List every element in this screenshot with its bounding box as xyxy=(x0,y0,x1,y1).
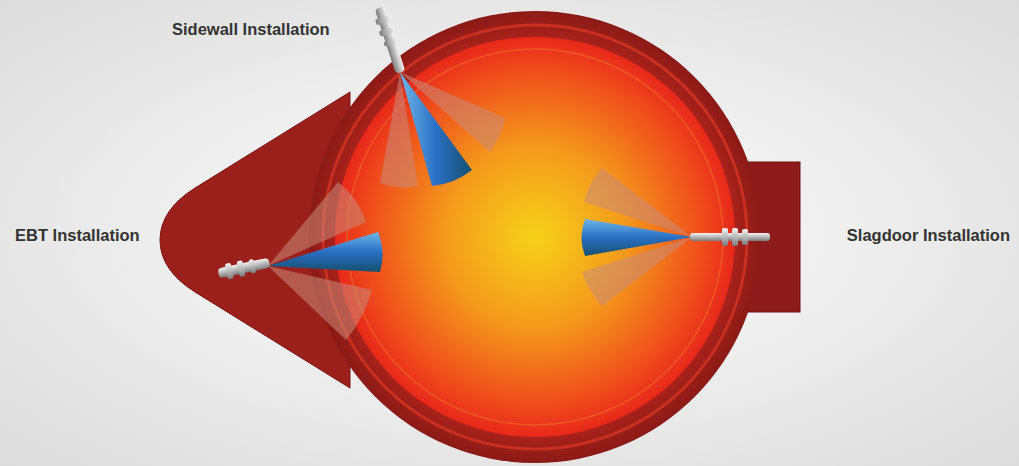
installation-label: Sidewall Installation xyxy=(172,20,330,40)
burner-lance xyxy=(690,228,770,246)
bath-ring xyxy=(347,49,723,425)
installation-label: EBT Installation xyxy=(15,226,140,246)
burner-flame xyxy=(400,72,472,186)
shell-rim xyxy=(323,25,747,449)
installation-label: Slagdoor Installation xyxy=(847,226,1010,246)
flame-sweep xyxy=(268,266,372,340)
burner-lance xyxy=(372,5,408,75)
burner-lance xyxy=(217,255,271,281)
burner-flame xyxy=(582,219,693,256)
burner-flame xyxy=(268,232,383,272)
molten-bath xyxy=(335,37,735,437)
